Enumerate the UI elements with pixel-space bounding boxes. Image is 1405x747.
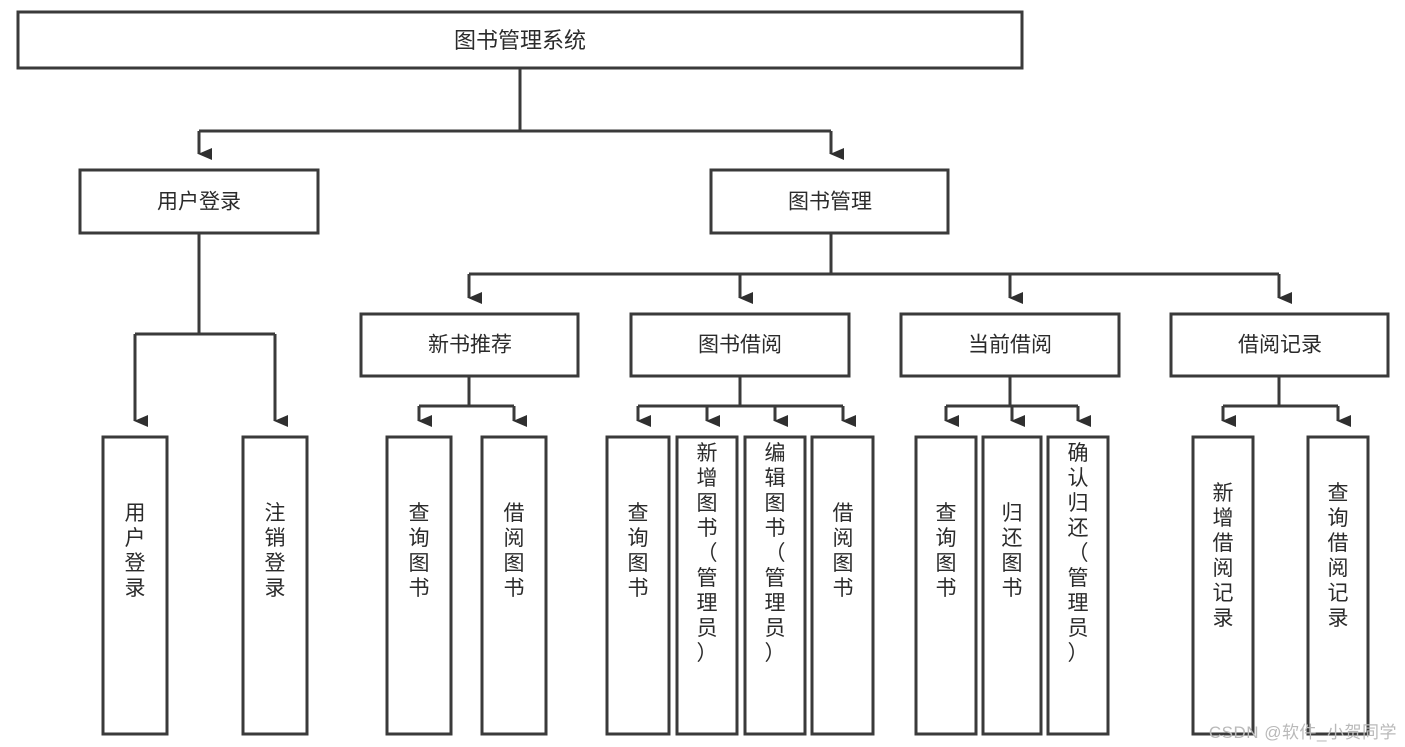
leaf-label-query-book-1: 查询图书 (409, 502, 430, 600)
node-new-book-recommend-label: 新书推荐 (428, 334, 512, 357)
node-borrow-record-label: 借阅记录 (1238, 334, 1322, 357)
leaf-label-confirm-return-admin: 确认归还（管理员） (1068, 442, 1089, 665)
node-new-book-recommend-box[interactable] (359, 312, 580, 378)
node-book-borrow[interactable]: 图书借阅 (629, 312, 851, 378)
leaf-box-user-login[interactable] (101, 435, 169, 736)
leaf-node[interactable]: 新增图书（管理员） (675, 435, 739, 736)
leaf-label-user-login: 用户登录 (125, 502, 146, 600)
node-user-login-box[interactable] (78, 168, 320, 235)
leaf-node[interactable]: 查询借阅记录 (1306, 435, 1370, 736)
leaf-node[interactable]: 查询图书 (914, 435, 978, 736)
leaf-label-edit-book-admin: 编辑图书（管理员） (765, 442, 786, 665)
leaf-box-query-book-1[interactable] (385, 435, 453, 736)
leaf-box-edit-book-admin[interactable] (743, 435, 807, 736)
leaf-node[interactable]: 查询图书 (605, 435, 671, 736)
connectors (133, 68, 1351, 427)
node-current-borrow[interactable]: 当前借阅 (899, 312, 1121, 378)
leaf-label-query-book-2: 查询图书 (628, 502, 649, 600)
leaf-nodes: 用户登录 注销登录 查询图书 借阅图书 查询图书 新增图书（管理员） 编辑图书（… (101, 435, 1370, 736)
leaf-node[interactable]: 借阅图书 (810, 435, 875, 736)
leaf-box-borrow-book-1[interactable] (480, 435, 548, 736)
leaf-box-add-borrow-record[interactable] (1191, 435, 1255, 736)
leaf-box-borrow-book-2[interactable] (810, 435, 875, 736)
leaf-label-borrow-book-1: 借阅图书 (504, 502, 525, 600)
node-book-manage-label: 图书管理 (788, 191, 872, 214)
node-user-login-label: 用户登录 (157, 191, 241, 214)
leaf-box-confirm-return-admin[interactable] (1046, 435, 1110, 736)
node-borrow-record[interactable]: 借阅记录 (1169, 312, 1390, 378)
node-root-label: 图书管理系统 (454, 28, 586, 53)
leaf-node[interactable]: 新增借阅记录 (1191, 435, 1255, 736)
leaf-box-logout[interactable] (241, 435, 309, 736)
leaf-node[interactable]: 借阅图书 (480, 435, 548, 736)
leaf-node[interactable]: 注销登录 (241, 435, 309, 736)
node-current-borrow-box[interactable] (899, 312, 1121, 378)
leaf-label-query-book-3: 查询图书 (936, 502, 957, 600)
leaf-label-logout: 注销登录 (265, 502, 286, 600)
leaf-label-add-book-admin: 新增图书（管理员） (697, 442, 718, 665)
leaf-box-query-borrow-record[interactable] (1306, 435, 1370, 736)
leaf-box-query-book-3[interactable] (914, 435, 978, 736)
node-user-login[interactable]: 用户登录 (78, 168, 320, 235)
leaf-box-query-book-2[interactable] (605, 435, 671, 736)
node-root[interactable]: 图书管理系统 (16, 10, 1024, 70)
node-new-book-recommend[interactable]: 新书推荐 (359, 312, 580, 378)
leaf-label-add-borrow-record: 新增借阅记录 (1213, 482, 1234, 630)
leaf-label-query-borrow-record: 查询借阅记录 (1328, 482, 1349, 630)
leaf-node[interactable]: 确认归还（管理员） (1046, 435, 1110, 736)
leaf-label-return-book: 归还图书 (1002, 502, 1023, 600)
node-book-borrow-label: 图书借阅 (698, 334, 782, 357)
leaf-node[interactable]: 用户登录 (101, 435, 169, 736)
leaf-node[interactable]: 归还图书 (981, 435, 1043, 736)
node-book-borrow-box[interactable] (629, 312, 851, 378)
node-borrow-record-box[interactable] (1169, 312, 1390, 378)
leaf-box-return-book[interactable] (981, 435, 1043, 736)
node-root-box[interactable] (16, 10, 1024, 70)
leaf-node[interactable]: 编辑图书（管理员） (743, 435, 807, 736)
leaf-node[interactable]: 查询图书 (385, 435, 453, 736)
node-book-manage[interactable]: 图书管理 (709, 168, 950, 235)
node-book-manage-box[interactable] (709, 168, 950, 235)
leaf-box-add-book-admin[interactable] (675, 435, 739, 736)
node-current-borrow-label: 当前借阅 (968, 334, 1052, 357)
leaf-label-borrow-book-2: 借阅图书 (833, 502, 854, 600)
